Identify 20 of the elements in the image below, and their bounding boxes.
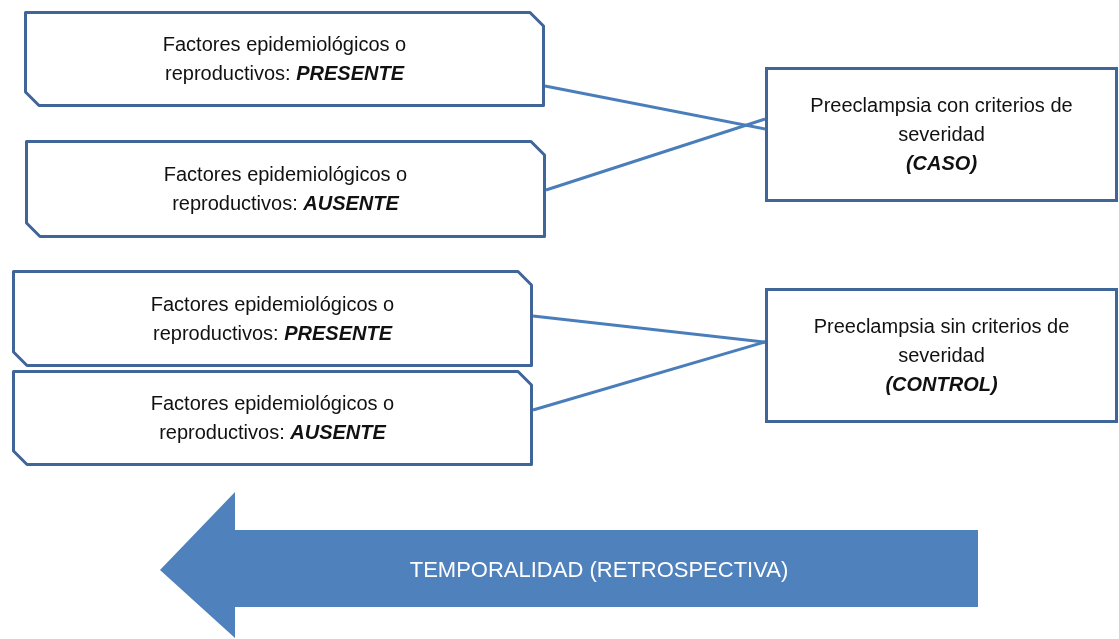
connector-line bbox=[545, 117, 766, 192]
node-text: (CONTROL) bbox=[885, 372, 998, 397]
factor-box bbox=[12, 370, 533, 466]
factor-box bbox=[25, 140, 546, 238]
factor-box bbox=[12, 270, 533, 367]
connector-line bbox=[532, 314, 766, 344]
factor-box bbox=[24, 11, 545, 107]
timeline-arrow bbox=[160, 492, 978, 638]
node-text: Preeclampsia con criterios de severidad bbox=[809, 93, 1074, 147]
node-text: Factores epidemiológicos o reproductivos: AUSENTE bbox=[149, 391, 396, 445]
node-text: Factores epidemiológicos o reproductivos: PRESENTE bbox=[161, 32, 408, 86]
node-text: (CASO) bbox=[905, 151, 978, 176]
outcome-box bbox=[765, 288, 1118, 423]
outcome-box bbox=[765, 67, 1118, 202]
arrow-label: TEMPORALIDAD (RETROSPECTIVA) bbox=[409, 555, 789, 584]
node-text: Preeclampsia sin criterios de severidad bbox=[812, 314, 1071, 368]
node-text: Factores epidemiológicos o reproductivos: PRESENTE bbox=[149, 291, 396, 346]
connector-line bbox=[532, 340, 766, 412]
connector-line bbox=[544, 84, 766, 131]
node-text: Factores epidemiológicos o reproductivos: AUSENTE bbox=[162, 162, 409, 216]
